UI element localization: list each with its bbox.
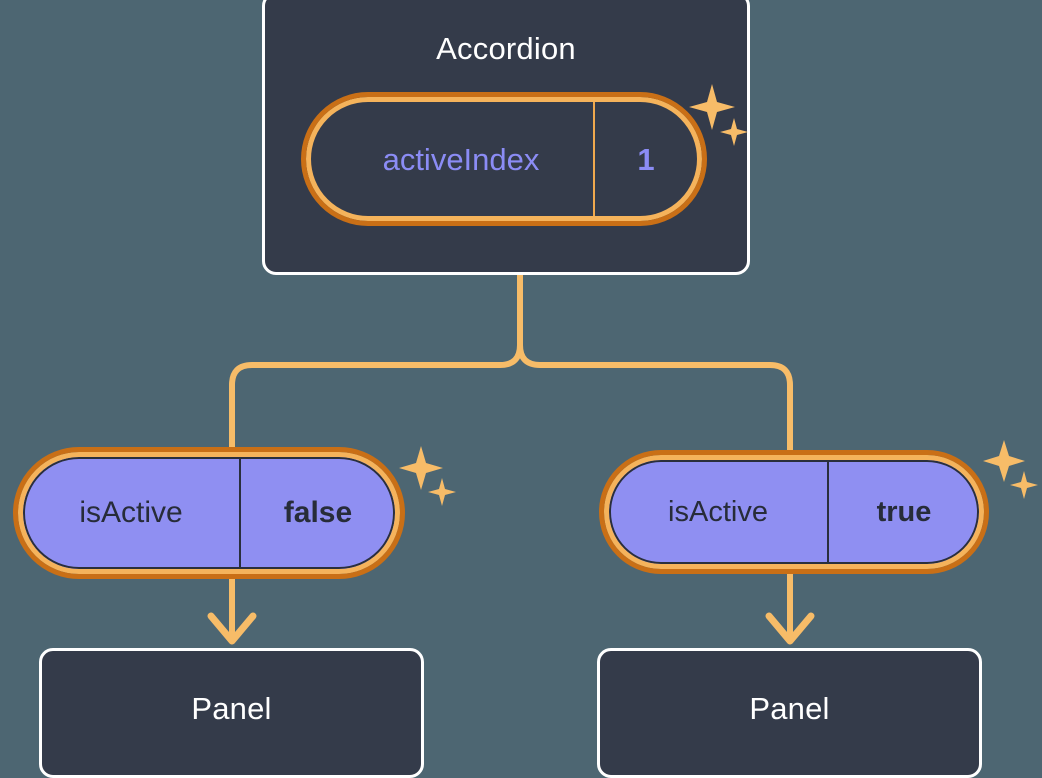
state-pill-is-active-true[interactable]: isActive true (599, 450, 989, 574)
state-key: isActive (668, 495, 768, 528)
sparkle-icon (396, 444, 456, 515)
component-title: Panel (191, 691, 272, 726)
state-pill-active-index[interactable]: activeIndex 1 (301, 92, 707, 226)
state-pill-body: isActive false (13, 447, 405, 579)
state-pill-is-active-false[interactable]: isActive false (13, 447, 405, 579)
state-value: true (827, 460, 979, 564)
component-node-panel-left[interactable]: Panel (39, 648, 424, 778)
state-pill-body: activeIndex 1 (301, 92, 707, 226)
state-pill-body: isActive true (599, 450, 989, 574)
component-node-panel-right[interactable]: Panel (597, 648, 982, 778)
state-value: false (239, 457, 395, 569)
component-title: Accordion (436, 31, 576, 66)
state-value: 1 (593, 102, 697, 216)
down-arrow-icon-left (207, 575, 257, 645)
state-key: isActive (79, 496, 183, 529)
sparkle-icon (980, 438, 1038, 507)
down-arrow-icon-right (765, 570, 815, 645)
tree-connector-path (229, 272, 793, 465)
component-title: Panel (749, 691, 830, 726)
state-key: activeIndex (382, 141, 540, 177)
